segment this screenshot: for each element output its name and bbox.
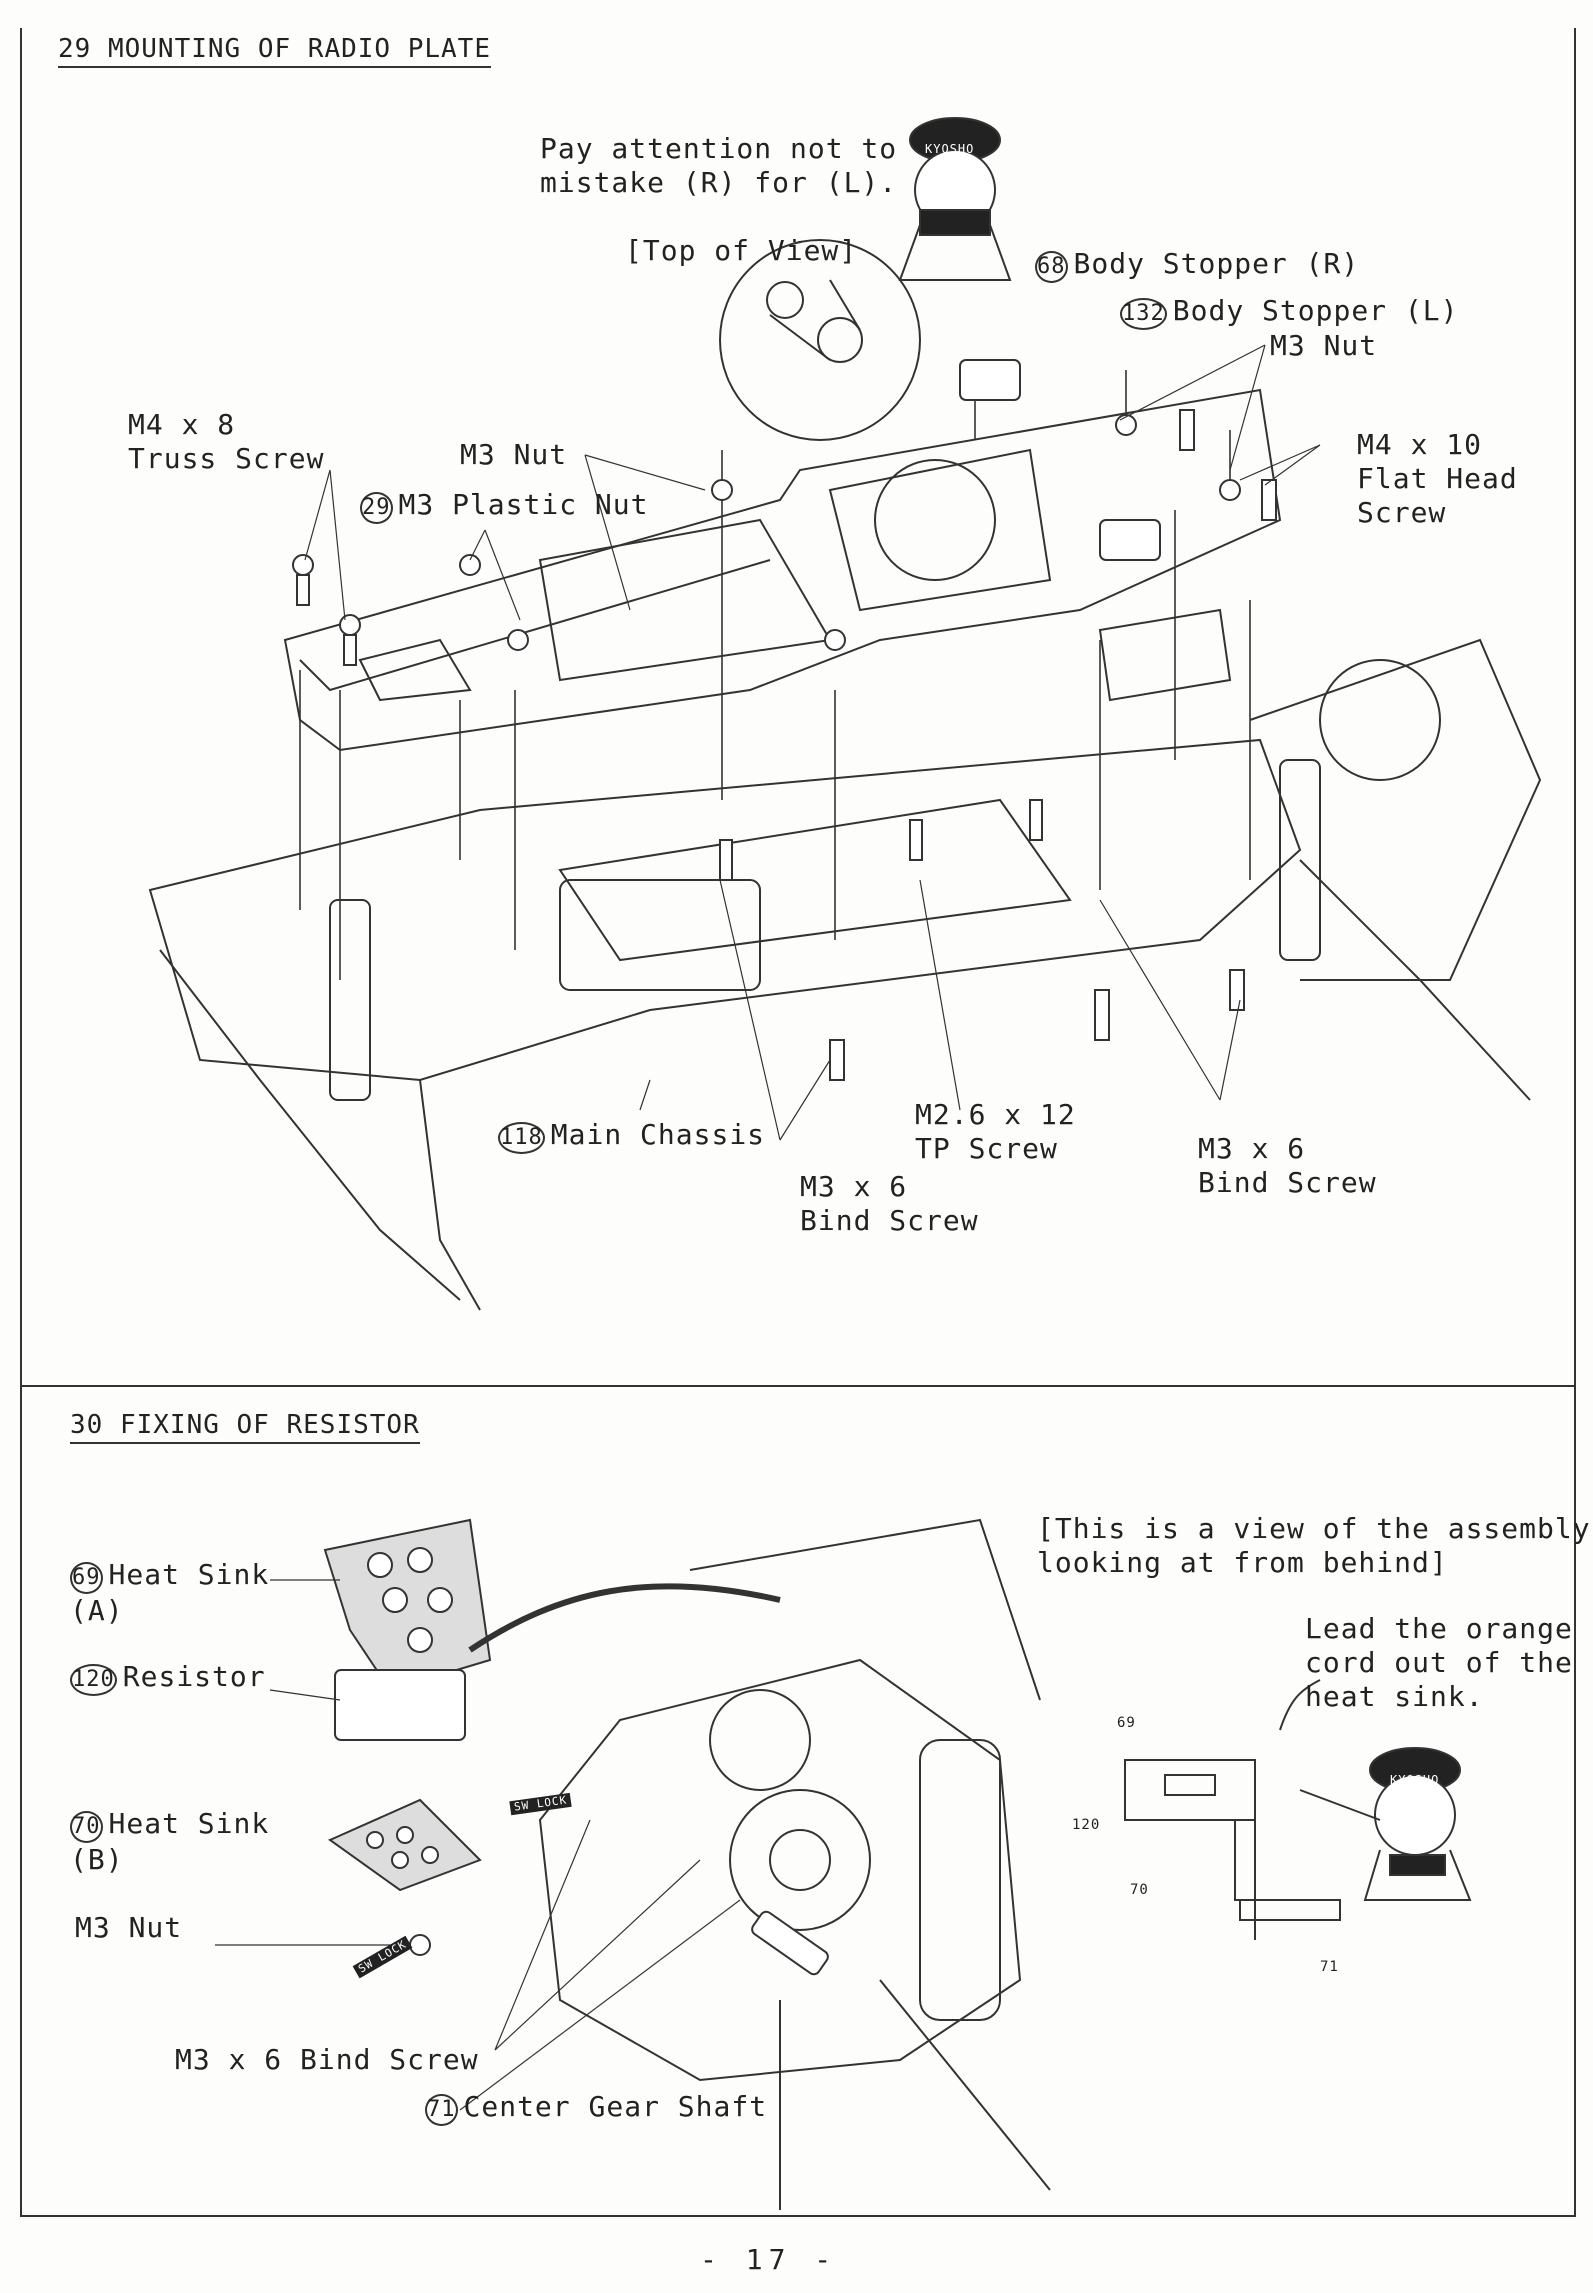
resistor-body (334, 1669, 466, 1741)
m3-nut-part (409, 1934, 431, 1956)
body-stopper-r-text: Body Stopper (R) (1073, 247, 1360, 280)
m3-nut-mid-label: M3 Nut (460, 438, 568, 471)
part-number-badge: 68 (1035, 251, 1068, 283)
leader-lines-30 (215, 1579, 741, 2111)
inset-label-69: 69 (1117, 1715, 1136, 1731)
lead-cord-note: Lead the orange cord out of the heat sin… (1305, 1612, 1573, 1713)
main-chassis (148, 638, 1542, 1311)
attention-note: Pay attention not to mistake (R) for (L)… (540, 132, 898, 199)
part-number-badge: 70 (70, 1811, 103, 1843)
section-29-title: 29 MOUNTING OF RADIO PLATE (58, 34, 491, 68)
mascot-top (898, 117, 1012, 281)
body-stopper-l-text: Body Stopper (L) (1172, 294, 1459, 327)
inset-label-70: 70 (1130, 1882, 1149, 1898)
section-29-frame (20, 28, 1576, 1387)
inset-label-71: 71 (1320, 1959, 1339, 1975)
resistor-text: Resistor (122, 1660, 266, 1693)
part-number-badge: 120 (70, 1664, 117, 1696)
top-view-inset (719, 239, 1161, 561)
part-number-badge: 71 (425, 2094, 458, 2126)
leader-lines-29 (304, 344, 1321, 1141)
m3-plastic-nut-text: M3 Plastic Nut (398, 488, 649, 521)
section-30-title: 30 FIXING OF RESISTOR (70, 1410, 420, 1444)
mascot-bottom (1299, 1747, 1472, 1901)
heat-sink-b (327, 1798, 482, 1892)
part-number-badge: 118 (498, 1122, 545, 1154)
m3-nut-label: M3 Nut (75, 1911, 183, 1944)
fastener-parts (292, 409, 1277, 1081)
assembly-arrows (299, 370, 1251, 980)
inset-label-120: 120 (1072, 1817, 1101, 1833)
heat-sink-b-text: Heat Sink (B) (70, 1807, 270, 1876)
part-number-badge: 69 (70, 1562, 103, 1594)
m3x6-bind-screw-label: M3 x 6 Bind Screw (175, 2043, 479, 2076)
m3-nut-right-label: M3 Nut (1270, 329, 1378, 362)
m4x8-truss-screw-label: M4 x 8 Truss Screw (128, 408, 325, 475)
page-number: - 17 - (700, 2243, 838, 2276)
section-30-frame (20, 1385, 1576, 2217)
center-gear-shaft-text: Center Gear Shaft (463, 2090, 768, 2123)
m3x6-bind-screw-right-label: M3 x 6 Bind Screw (1198, 1132, 1377, 1199)
mascot-cap-text: KYOSHO (1390, 1773, 1440, 1787)
radio-plate (283, 388, 1282, 752)
m4x10-flat-head-screw-label: M4 x 10 Flat Head Screw (1357, 428, 1518, 529)
part-number-badge: 132 (1120, 298, 1167, 330)
m26x12-tp-screw-label: M2.6 x 12 TP Screw (915, 1098, 1076, 1165)
view-note: [This is a view of the assembly looking … (1037, 1512, 1591, 1579)
part-number-badge: 29 (360, 492, 393, 524)
gearbox-assembly (538, 1518, 1051, 2210)
heat-sink-a-text: Heat Sink (A) (70, 1558, 270, 1627)
main-chassis-text: Main Chassis (550, 1118, 766, 1151)
top-view-label: [Top of View] (625, 234, 858, 267)
heat-sink-a (323, 1518, 492, 1692)
mascot-cap-text: KYOSHO (925, 142, 975, 156)
inset-diagram (1124, 1679, 1341, 1940)
orange-cord (468, 1583, 781, 1653)
m3x6-bind-screw-left-label: M3 x 6 Bind Screw (800, 1170, 979, 1237)
